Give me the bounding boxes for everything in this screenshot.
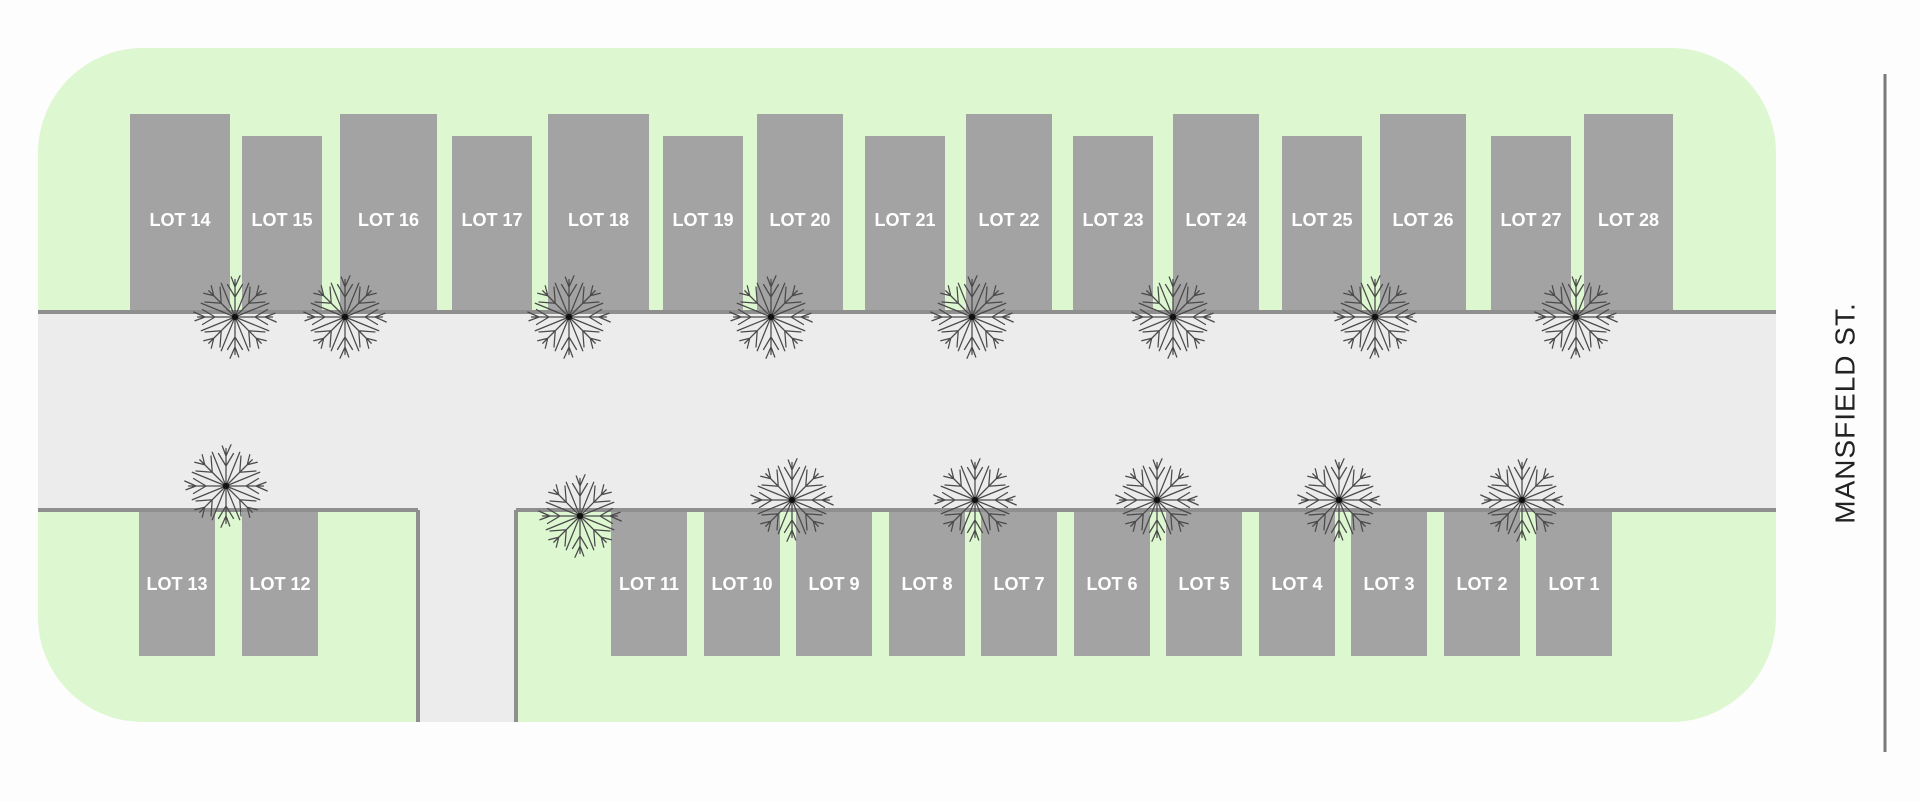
lot: LOT 5 xyxy=(1166,510,1242,656)
lot: LOT 23 xyxy=(1073,136,1153,312)
lots-layer: LOT 14 LOT 15 LOT 16 LOT 17 LOT 18 LOT 19 LOT … xyxy=(130,114,1673,656)
lot: LOT 28 xyxy=(1584,114,1673,312)
lot-label: LOT 24 xyxy=(1185,210,1246,230)
lot-label: LOT 17 xyxy=(461,210,522,230)
lot-parcel xyxy=(1444,510,1520,656)
lot: LOT 26 xyxy=(1380,114,1466,312)
side-road xyxy=(418,510,516,722)
lot: LOT 12 xyxy=(242,510,318,656)
lot: LOT 24 xyxy=(1173,114,1259,312)
lot-parcel xyxy=(1491,136,1571,312)
lot-parcel xyxy=(452,136,532,312)
lot: LOT 15 xyxy=(242,136,322,312)
lot: LOT 2 xyxy=(1444,510,1520,656)
lot-parcel xyxy=(1584,114,1673,312)
lot-parcel xyxy=(548,114,649,312)
lot: LOT 22 xyxy=(966,114,1052,312)
lot-parcel xyxy=(139,510,215,656)
lot-label: LOT 11 xyxy=(619,574,679,594)
lot: LOT 9 xyxy=(796,510,872,656)
lot: LOT 11 xyxy=(611,510,687,656)
lot-parcel xyxy=(796,510,872,656)
lot-label: LOT 15 xyxy=(251,210,312,230)
lot-label: LOT 9 xyxy=(808,574,859,594)
lot-parcel xyxy=(1073,136,1153,312)
lot-label: LOT 28 xyxy=(1598,210,1659,230)
lot-label: LOT 16 xyxy=(358,210,419,230)
lot-parcel xyxy=(1173,114,1259,312)
lot: LOT 6 xyxy=(1074,510,1150,656)
lot-label: LOT 19 xyxy=(672,210,733,230)
lot-label: LOT 27 xyxy=(1500,210,1561,230)
main-road xyxy=(38,312,1776,510)
lot: LOT 4 xyxy=(1259,510,1335,656)
lot-label: LOT 2 xyxy=(1456,574,1507,594)
lot-label: LOT 8 xyxy=(901,574,952,594)
lot-label: LOT 13 xyxy=(146,574,207,594)
lot-label: LOT 4 xyxy=(1271,574,1322,594)
lot-parcel xyxy=(1166,510,1242,656)
lot-label: LOT 21 xyxy=(874,210,935,230)
lot-label: LOT 18 xyxy=(568,210,629,230)
lot-label: LOT 20 xyxy=(769,210,830,230)
lot-parcel xyxy=(889,510,965,656)
lot-label: LOT 25 xyxy=(1291,210,1352,230)
lot: LOT 3 xyxy=(1351,510,1427,656)
lot-label: LOT 26 xyxy=(1392,210,1453,230)
lot-parcel xyxy=(340,114,437,312)
lot-parcel xyxy=(130,114,230,312)
lot-parcel xyxy=(242,136,322,312)
lot: LOT 8 xyxy=(889,510,965,656)
lot-parcel xyxy=(1536,510,1612,656)
lot: LOT 10 xyxy=(704,510,780,656)
lot-parcel xyxy=(966,114,1052,312)
lot-label: LOT 7 xyxy=(993,574,1044,594)
lot: LOT 27 xyxy=(1491,136,1571,312)
lot-label: LOT 22 xyxy=(978,210,1039,230)
lot-parcel xyxy=(1074,510,1150,656)
lot-label: LOT 14 xyxy=(149,210,210,230)
lot: LOT 13 xyxy=(139,510,215,656)
lot-label: LOT 3 xyxy=(1363,574,1414,594)
lot-parcel xyxy=(1351,510,1427,656)
lot: LOT 7 xyxy=(981,510,1057,656)
lot-parcel xyxy=(981,510,1057,656)
lot: LOT 16 xyxy=(340,114,437,312)
lot: LOT 18 xyxy=(548,114,649,312)
lot: LOT 19 xyxy=(663,136,743,312)
lot-label: LOT 6 xyxy=(1086,574,1137,594)
lot-parcel xyxy=(1282,136,1362,312)
lot-parcel xyxy=(865,136,945,312)
lot-label: LOT 12 xyxy=(249,574,310,594)
lot-parcel xyxy=(663,136,743,312)
lot-parcel xyxy=(704,510,780,656)
lot: LOT 21 xyxy=(865,136,945,312)
lot-parcel xyxy=(611,510,687,656)
lot-label: LOT 10 xyxy=(711,574,772,594)
lot-label: LOT 5 xyxy=(1178,574,1229,594)
street-name-label: MANSFIELD ST. xyxy=(1829,302,1860,523)
lot-parcel xyxy=(1380,114,1466,312)
lot-parcel xyxy=(242,510,318,656)
lot-label: LOT 1 xyxy=(1548,574,1599,594)
lot-label: LOT 23 xyxy=(1082,210,1143,230)
lot: LOT 14 xyxy=(130,114,230,312)
lot: LOT 17 xyxy=(452,136,532,312)
lot: LOT 25 xyxy=(1282,136,1362,312)
lot: LOT 1 xyxy=(1536,510,1612,656)
lot-parcel xyxy=(1259,510,1335,656)
